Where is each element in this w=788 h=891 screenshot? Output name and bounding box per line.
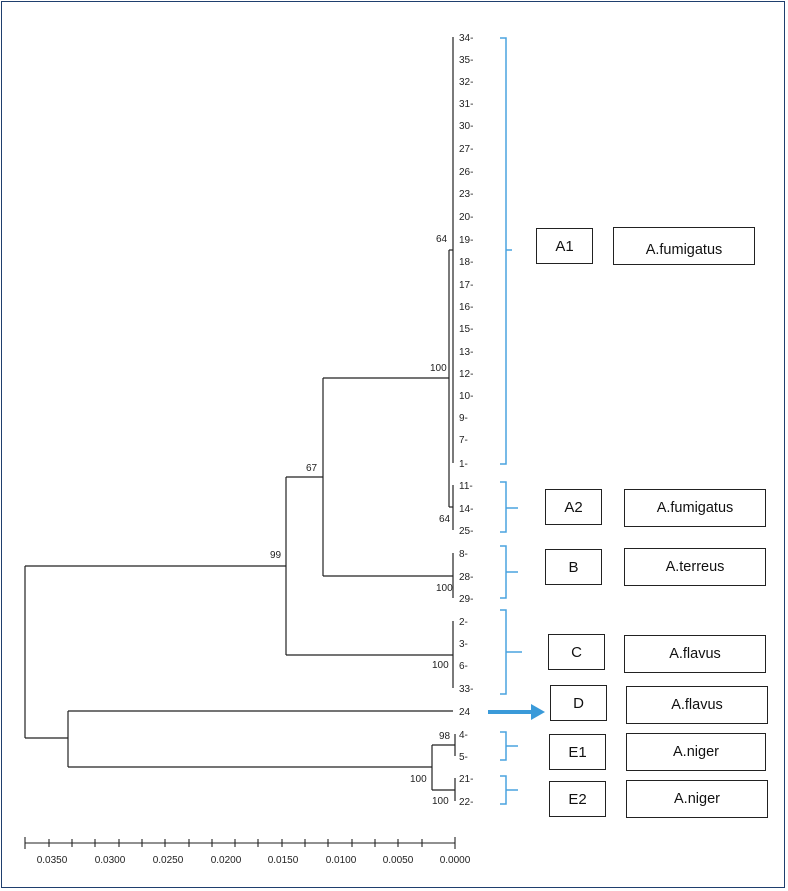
- bootstrap-value: 67: [306, 463, 318, 474]
- bootstrap-value: 98: [439, 731, 451, 742]
- leaf-label: 23-: [459, 189, 473, 200]
- bracket-a2: [500, 481, 518, 533]
- species-label-c: A.flavus: [624, 635, 766, 673]
- species-label-a2: A.fumigatus: [624, 489, 766, 527]
- axis-tick-label: 0.0050: [383, 855, 414, 866]
- cluster-code-c: C: [548, 634, 605, 670]
- axis-tick-label: 0.0100: [326, 855, 357, 866]
- leaf-label: 17-: [459, 280, 473, 291]
- arrow-head-icon: [531, 704, 545, 720]
- cluster-code-b: B: [545, 549, 602, 585]
- leaf-labels: 34- 35- 32- 31- 30- 27- 26- 23- 20- 19- …: [459, 33, 473, 808]
- bootstrap-labels: 64 100 64 67 100 99 100 98 100 100: [270, 234, 453, 807]
- cluster-code-e1: E1: [549, 734, 606, 770]
- leaf-label: 21-: [459, 774, 473, 785]
- cluster-code-d: D: [550, 685, 607, 721]
- leaf-label: 32-: [459, 77, 473, 88]
- leaf-label: 10-: [459, 391, 473, 402]
- species-label-e2: A.niger: [626, 780, 768, 818]
- leaf-label: 27-: [459, 144, 473, 155]
- tree-branches: [24, 37, 456, 801]
- cluster-code-a1: A1: [536, 228, 593, 264]
- bootstrap-value: 99: [270, 550, 282, 561]
- bracket-b: [500, 545, 518, 599]
- leaf-label: 6-: [459, 661, 468, 672]
- leaf-label: 9-: [459, 413, 468, 424]
- scale-axis: [24, 837, 456, 849]
- cluster-brackets: [500, 37, 522, 805]
- leaf-label: 8-: [459, 549, 468, 560]
- leaf-label: 34-: [459, 33, 473, 44]
- leaf-label: 4-: [459, 730, 468, 741]
- species-label-e1: A.niger: [626, 733, 766, 771]
- leaf-label: 1-: [459, 459, 468, 470]
- leaf-label: 26-: [459, 167, 473, 178]
- axis-tick-label: 0.0150: [268, 855, 299, 866]
- leaf-label: 20-: [459, 212, 473, 223]
- leaf-label: 13-: [459, 347, 473, 358]
- leaf-label: 15-: [459, 324, 473, 335]
- leaf-label: 19-: [459, 235, 473, 246]
- leaf-label: 18-: [459, 257, 473, 268]
- bracket-e1: [500, 731, 518, 761]
- leaf-label: 35-: [459, 55, 473, 66]
- bracket-c: [500, 609, 522, 695]
- axis-tick-label: 0.0200: [211, 855, 242, 866]
- axis-tick-label: 0.0000: [440, 855, 471, 866]
- arrow-d: [488, 704, 545, 720]
- leaf-label: 7-: [459, 435, 468, 446]
- bracket-a1: [500, 37, 512, 465]
- leaf-label: 14-: [459, 504, 473, 515]
- leaf-label: 24: [459, 707, 471, 718]
- species-label-b: A.terreus: [624, 548, 766, 586]
- leaf-label: 33-: [459, 684, 473, 695]
- cluster-code-e2: E2: [549, 781, 606, 817]
- bracket-e2: [500, 775, 518, 805]
- bootstrap-value: 100: [410, 774, 427, 785]
- bootstrap-value: 64: [436, 234, 448, 245]
- axis-tick-labels: 0.0350 0.0300 0.0250 0.0200 0.0150 0.010…: [37, 855, 471, 866]
- bootstrap-value: 100: [436, 583, 453, 594]
- axis-tick-label: 0.0300: [95, 855, 126, 866]
- leaf-label: 5-: [459, 752, 468, 763]
- axis-tick-label: 0.0350: [37, 855, 68, 866]
- species-label-a1: A.fumigatus: [613, 227, 755, 265]
- leaf-label: 11-: [459, 481, 473, 492]
- leaf-label: 28-: [459, 572, 473, 583]
- bootstrap-value: 100: [430, 363, 447, 374]
- leaf-label: 29-: [459, 594, 473, 605]
- leaf-label: 30-: [459, 121, 473, 132]
- cluster-code-a2: A2: [545, 489, 602, 525]
- axis-tick-label: 0.0250: [153, 855, 184, 866]
- bootstrap-value: 100: [432, 796, 449, 807]
- bootstrap-value: 64: [439, 514, 451, 525]
- leaf-label: 2-: [459, 617, 468, 628]
- leaf-label: 12-: [459, 369, 473, 380]
- leaf-label: 16-: [459, 302, 473, 313]
- leaf-label: 31-: [459, 99, 473, 110]
- species-label-d: A.flavus: [626, 686, 768, 724]
- bootstrap-value: 100: [432, 660, 449, 671]
- leaf-label: 25-: [459, 526, 473, 537]
- leaf-label: 3-: [459, 639, 468, 650]
- leaf-label: 22-: [459, 797, 473, 808]
